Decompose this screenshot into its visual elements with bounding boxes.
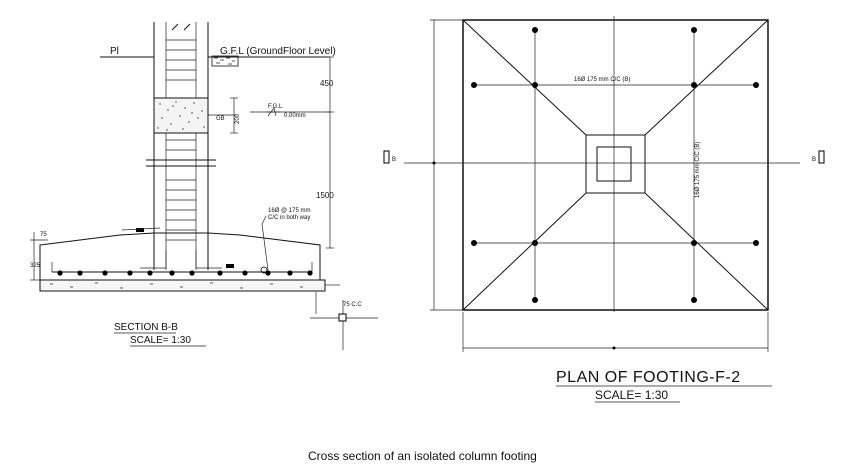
plan-of-footing: 16Ø 175 mm C/C (B) 16Ø 175 mm C/C (B) B … (383, 16, 825, 403)
section-marker-right: B (812, 150, 825, 164)
marker-right-label: B (812, 157, 816, 163)
section-scale: SCALE= 1:30 (130, 335, 191, 346)
plan-rebar-h-label: 16Ø 175 mm C/C (B) (574, 77, 630, 83)
dim-75: 75 (40, 232, 47, 238)
plan-scale: SCALE= 1:30 (595, 388, 668, 402)
gfl-hatch (211, 55, 239, 67)
dim-325: 325 (30, 263, 41, 269)
footing-slab (39, 227, 321, 281)
dim-200: 200 (235, 113, 241, 124)
column (146, 22, 216, 270)
caption: Cross section of an isolated column foot… (308, 449, 537, 463)
plan-dimensions (430, 19, 769, 352)
cc-marker: 75 C.C (310, 292, 378, 350)
plan-title: PLAN OF FOOTING-F-2 (556, 369, 741, 386)
dim-75cc: 75 C.C (343, 302, 362, 308)
pl-label: Pl (110, 46, 119, 57)
plan-rebar-v-label: 16Ø 175 mm C/C (B) (695, 142, 701, 198)
vertical-dimension: 450 1500 (316, 56, 334, 249)
fgl-value: 0.00mm (284, 113, 306, 119)
grade-beam: GB 200 (153, 97, 241, 134)
fgl-marker: F.G.L 0.00mm (250, 104, 330, 119)
dim-1500: 1500 (316, 191, 334, 200)
section-b-b: GB 200 Pl G.F.L (GroundFloor Level) F.G.… (30, 22, 378, 350)
column-ties (166, 39, 196, 241)
marker-left-label: B (392, 157, 396, 163)
gfl-label: G.F.L (GroundFloor Level) (220, 46, 336, 57)
rebar-note-1: 16Ø @ 175 mm (268, 208, 310, 214)
section-title: SECTION B-B (114, 322, 178, 333)
pcc-bed (39, 279, 340, 292)
rebar-note: 16Ø @ 175 mm C/C in both way (260, 208, 310, 274)
dim-450: 450 (320, 79, 334, 88)
section-marker-left: B (383, 150, 396, 164)
rebar-note-2: C/C in both way (268, 215, 310, 221)
footing-outline (462, 19, 769, 311)
gb-label: GB (216, 116, 225, 122)
left-dimensions: 75 325 (30, 232, 48, 281)
pedestal (585, 134, 646, 194)
plan-rebars (471, 27, 759, 303)
fgl-label: F.G.L (268, 104, 283, 110)
